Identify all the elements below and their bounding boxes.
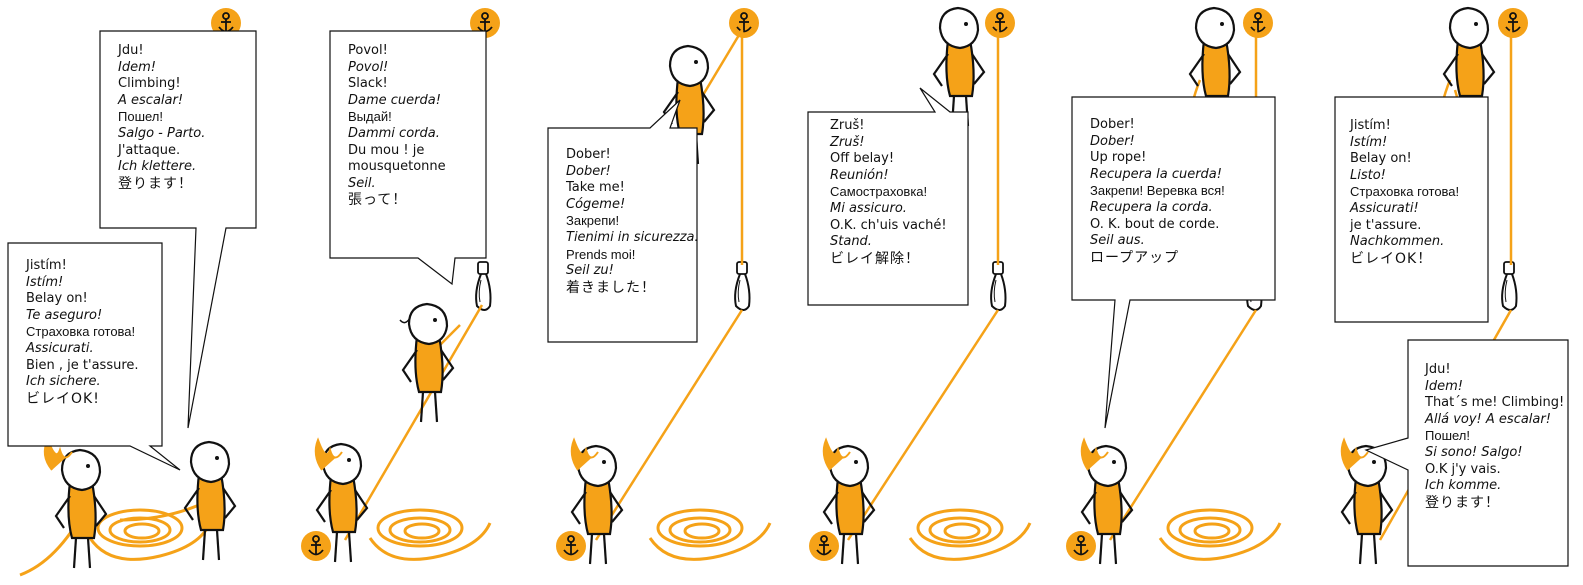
speech-bubble-p4: Zruš!Zruš!Off belay!Reunión!Самостраховк…	[830, 118, 947, 267]
bubble-line: Reunión!	[830, 167, 889, 183]
speech-bubble-p1-left: Jistím!Istím!Belay on!Te aseguro!Страхов…	[26, 258, 139, 407]
bubble-line: Povol!	[348, 43, 388, 58]
bubble-line: Seil.	[348, 175, 376, 191]
bubble-line: 張って！	[348, 192, 408, 209]
bubble-line: Nachkommen.	[1350, 234, 1445, 250]
bubble-line: Dame cuerda!	[348, 92, 441, 108]
bubble-line: Jistím!	[1350, 118, 1391, 133]
bubble-line: je t'assure.	[1350, 217, 1422, 233]
bubble-line: Recupera la corda.	[1090, 199, 1213, 215]
bubble-line: Slack!	[348, 76, 388, 92]
bubble-line: Seil zu!	[566, 263, 614, 279]
bubble-line: Du mou ! je	[348, 142, 425, 158]
bubble-line: Самостраховка!	[830, 184, 928, 200]
bubble-line: Up rope!	[1090, 150, 1147, 166]
bubble-line: Istím!	[26, 274, 64, 290]
bubble-line: Stand.	[830, 234, 872, 250]
bubble-line: Belay on!	[26, 291, 88, 307]
bubble-line: Bien , je t'assure.	[26, 357, 139, 373]
bubble-line: Dober!	[1090, 117, 1135, 132]
bubble-line: Cógeme!	[566, 196, 626, 212]
bubble-line: Jdu!	[118, 43, 144, 58]
bubble-line: Off belay!	[830, 151, 895, 167]
speech-bubble-p1-right: Jdu!Idem!Climbing!A escalar!Пошел!Salgo …	[118, 43, 205, 192]
bubble-line: ビレイOK!	[26, 390, 100, 407]
bubble-line: Dober!	[566, 147, 611, 162]
bubble-line: Idem!	[118, 59, 156, 75]
bubble-line: Prends moi!	[566, 246, 636, 262]
bubble-line: O.K. ch'uis vaché!	[830, 217, 947, 233]
bubble-line: Climbing!	[118, 76, 181, 92]
bubble-line: Idem!	[1425, 378, 1463, 394]
bubble-line: Assicurati!	[1350, 200, 1419, 216]
bubble-line: O. K. bout de corde.	[1090, 216, 1220, 232]
bubble-line: mousquetonne	[348, 159, 446, 175]
bubble-line: Tienimi in sicurezza.	[566, 229, 699, 245]
bubble-line: Пошел!	[118, 109, 163, 125]
bubble-line: Te aseguro!	[26, 307, 103, 323]
bubble-line: Страховка готова!	[26, 324, 136, 340]
bubble-line: Si sono! Salgo!	[1425, 444, 1523, 460]
bubble-line: Dober!	[1090, 133, 1135, 149]
bubble-line: Salgo - Parto.	[118, 125, 206, 141]
bubble-line: J'attaque.	[118, 142, 181, 158]
bubble-line: Закрепи! Веревка вся!	[1090, 183, 1225, 199]
bubble-line: Recupera la cuerda!	[1090, 166, 1222, 182]
bubble-line: 着きました！	[566, 279, 656, 296]
bubble-line: Jistím!	[26, 258, 67, 273]
speech-bubble-p3: Dober!Dober!Take me!Cógeme!Закрепи!Tieni…	[566, 147, 699, 296]
bubble-line: Belay on!	[1350, 151, 1412, 167]
bubble-line: Allá voy! A escalar!	[1425, 411, 1551, 427]
bubble-line: ロープアップ	[1090, 249, 1180, 266]
speech-bubble-p2: Povol!Povol!Slack!Dame cuerda!Выдай!Damm…	[348, 43, 446, 209]
bubble-line: Listo!	[1350, 167, 1386, 183]
bubble-line: 登ります！	[118, 175, 193, 192]
bubble-line: ビレイ解除！	[830, 250, 920, 267]
speech-bubble-p6-bottom: Jdu!Idem!That´s me! Climbing!Allá voy! A…	[1425, 362, 1564, 511]
bubble-line: A escalar!	[118, 92, 184, 108]
speech-bubble-p5: Dober!Dober!Up rope!Recupera la cuerda!З…	[1090, 117, 1225, 266]
bubble-line: Страховка готова!	[1350, 184, 1460, 200]
bubble-line: Zruš!	[830, 134, 865, 150]
bubble-line: Istím!	[1350, 134, 1388, 150]
bubble-line: ビレイOK！	[1350, 250, 1433, 267]
bubble-line: Take me!	[566, 180, 625, 196]
bubble-line: Dammi corda.	[348, 125, 440, 141]
bubble-line: O.K j'y vais.	[1425, 461, 1501, 477]
bubble-line: Mi assicuro.	[830, 200, 907, 216]
bubble-line: Assicurati.	[26, 340, 94, 356]
bubble-line: That´s me! Climbing!	[1425, 395, 1565, 411]
bubble-line: Выдай!	[348, 109, 392, 125]
bubble-line: Закрепи!	[566, 213, 620, 229]
bubble-line: Povol!	[348, 59, 389, 75]
bubble-line: Zruš!	[830, 118, 865, 133]
bubble-line: Ich klettere.	[118, 159, 197, 175]
bubble-line: Seil aus.	[1090, 233, 1145, 249]
bubble-line: Пошел!	[1425, 428, 1470, 444]
speech-bubble-p6-top: Jistím!Istím!Belay on!Listo!Страховка го…	[1350, 118, 1459, 267]
bubble-line: 登ります！	[1425, 494, 1500, 511]
bubble-line: Ich komme.	[1425, 478, 1502, 494]
bubble-line: Jdu!	[1425, 362, 1451, 377]
bubble-line: Dober!	[566, 163, 611, 179]
bubble-line: Ich sichere.	[26, 374, 101, 390]
